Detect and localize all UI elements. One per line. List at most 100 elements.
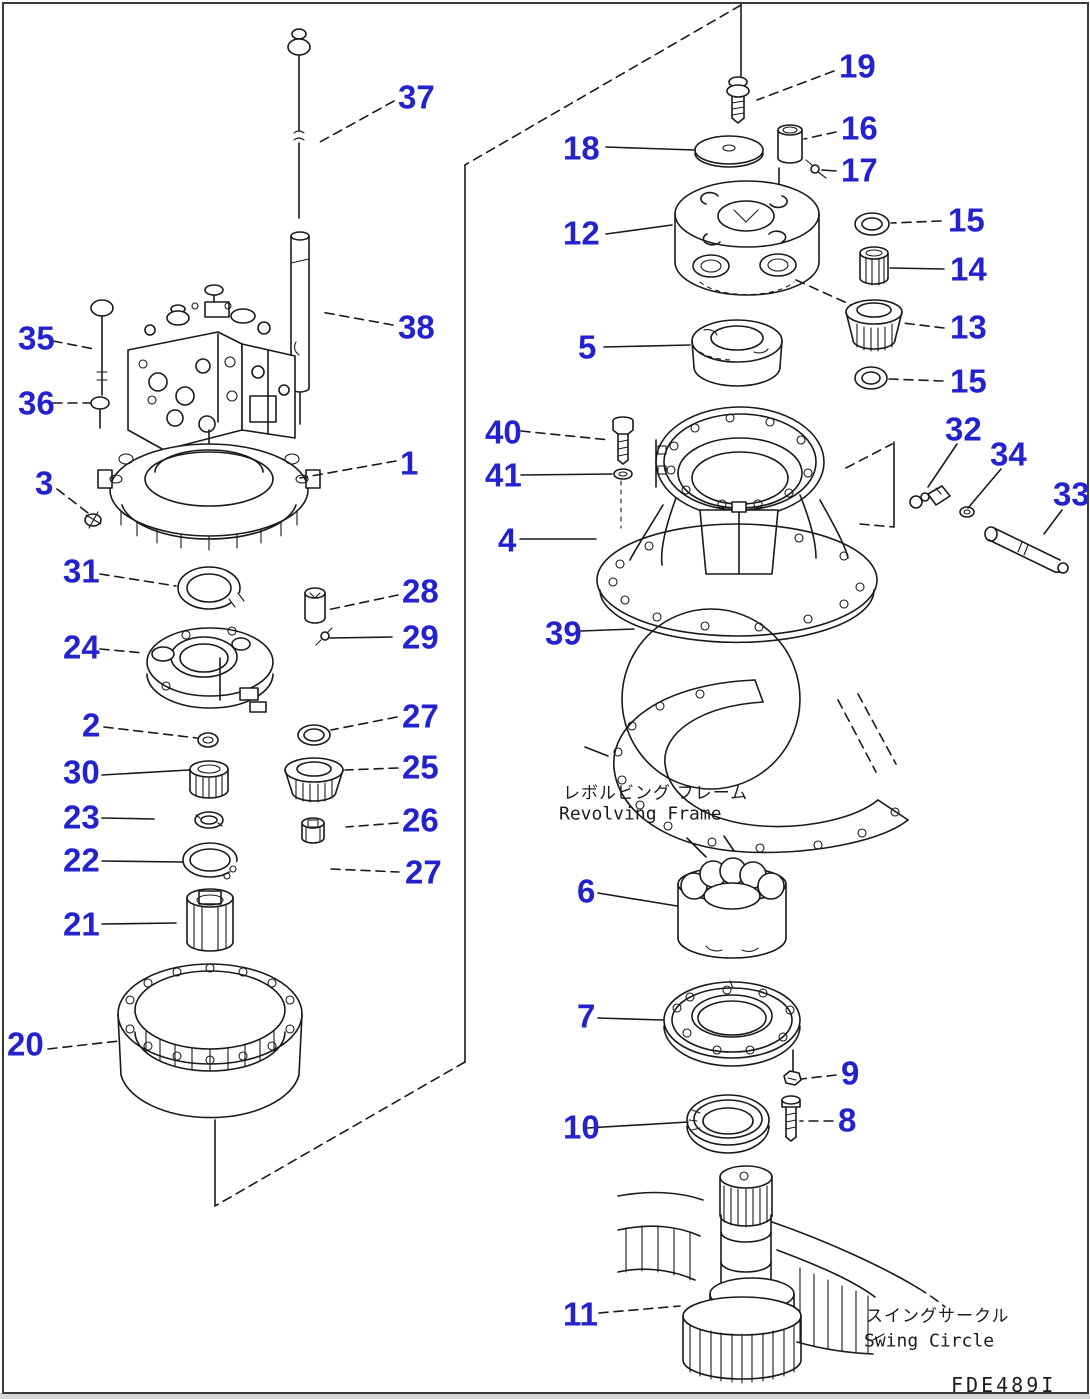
bearing-5 — [691, 319, 783, 387]
plug-2 — [197, 732, 219, 748]
snap-ring-31 — [177, 566, 246, 610]
plug-35-36 — [90, 299, 114, 429]
leader-lines — [47, 70, 1063, 1314]
callout-14: 14 — [950, 250, 987, 288]
callout-2: 2 — [82, 706, 101, 744]
leader-3 — [56, 488, 93, 517]
leader-10 — [586, 1121, 689, 1129]
leader-41 — [520, 473, 613, 476]
callout-30: 30 — [63, 753, 100, 791]
callout-28: 28 — [402, 572, 439, 610]
callout-5: 5 — [578, 328, 597, 366]
leader-40 — [520, 430, 611, 441]
callout-3: 3 — [35, 464, 54, 502]
callout-40: 40 — [485, 413, 522, 451]
callout-13: 13 — [950, 308, 987, 346]
o-ring-27a — [297, 724, 331, 746]
callout-24: 24 — [63, 628, 100, 666]
callout-12: 12 — [563, 214, 600, 252]
leader-2 — [103, 726, 198, 739]
leader-24 — [99, 648, 145, 654]
swing-motor-1 — [97, 284, 321, 551]
callout-36: 36 — [18, 384, 55, 422]
washer-15b — [854, 366, 888, 390]
revolving-frame-jp: レボルビング フレーム — [563, 783, 749, 803]
leader-15-2 — [888, 378, 944, 382]
leader-21 — [101, 922, 177, 925]
holder-plate-24 — [146, 626, 274, 713]
callout-33: 33 — [1053, 475, 1090, 513]
leader-15 — [890, 220, 942, 224]
ring-nut-23 — [194, 811, 224, 829]
callout-31: 31 — [63, 552, 100, 590]
leader-17 — [821, 169, 837, 172]
leader-33 — [1043, 509, 1063, 535]
grease-fitting-32 — [909, 485, 951, 509]
coupling-12 — [674, 180, 820, 296]
cover-39 — [621, 608, 801, 790]
pipe-33 — [984, 526, 1069, 574]
leader-32 — [927, 443, 958, 488]
callout-19: 19 — [839, 47, 876, 85]
leader-27-2 — [330, 868, 400, 873]
callout-4: 4 — [498, 521, 517, 559]
leader-1 — [299, 460, 397, 479]
leader-28 — [326, 594, 399, 611]
leader-35 — [52, 340, 95, 350]
callout-11: 11 — [563, 1295, 598, 1333]
revolving-frame-en: Revolving Frame — [559, 803, 722, 825]
leader-5 — [603, 344, 691, 348]
leader-31 — [99, 573, 177, 587]
pin-28 — [304, 587, 326, 624]
bearing-6 — [677, 857, 787, 959]
snap-ring-22 — [182, 842, 244, 880]
leader-16 — [803, 131, 837, 140]
seal-ring-10 — [686, 1094, 770, 1154]
ring-gear-20 — [117, 963, 303, 1119]
bearing-13 — [845, 299, 903, 352]
callout-17: 17 — [841, 151, 878, 189]
callout-1: 1 — [400, 444, 419, 482]
callout-32: 32 — [945, 410, 982, 448]
leader-13 — [902, 322, 945, 329]
shaft-pinion-11 — [682, 1165, 802, 1384]
section-lines — [214, 2, 895, 1207]
callout-26: 26 — [402, 801, 439, 839]
callout-18: 18 — [563, 129, 600, 167]
leader-27 — [330, 716, 398, 731]
callout-37: 37 — [398, 78, 435, 116]
swing-circle — [617, 1191, 946, 1355]
swing-circle-en: Swing Circle — [864, 1330, 995, 1352]
screw-3 — [84, 511, 102, 529]
bearing-25 — [284, 757, 344, 803]
seal-carrier-7 — [663, 980, 801, 1067]
leader-37 — [319, 100, 395, 143]
leader-39 — [580, 628, 635, 632]
bushing-14 — [859, 246, 889, 286]
leader-19 — [756, 70, 835, 101]
callout-34: 34 — [990, 435, 1027, 473]
callout-15-2: 15 — [950, 362, 987, 400]
callout-35: 35 — [18, 319, 55, 357]
washer-41 — [613, 468, 633, 529]
bolt-8 — [781, 1095, 801, 1142]
gear-hub-30 — [189, 760, 229, 799]
leader-30 — [101, 769, 190, 776]
leader-14 — [889, 267, 945, 270]
callout-6: 6 — [577, 872, 596, 910]
leader-22 — [101, 860, 183, 863]
callout-38: 38 — [398, 308, 435, 346]
case-4 — [596, 406, 878, 644]
leader-26 — [345, 822, 399, 828]
bolt-19 — [726, 76, 750, 124]
washer-34 — [959, 506, 975, 518]
collar-16 — [777, 124, 803, 164]
leader-18 — [605, 146, 695, 151]
callout-23: 23 — [63, 798, 100, 836]
bushing-26 — [301, 817, 325, 844]
callout-7: 7 — [577, 997, 596, 1035]
callout-20: 20 — [7, 1025, 44, 1063]
callout-10: 10 — [563, 1108, 600, 1146]
